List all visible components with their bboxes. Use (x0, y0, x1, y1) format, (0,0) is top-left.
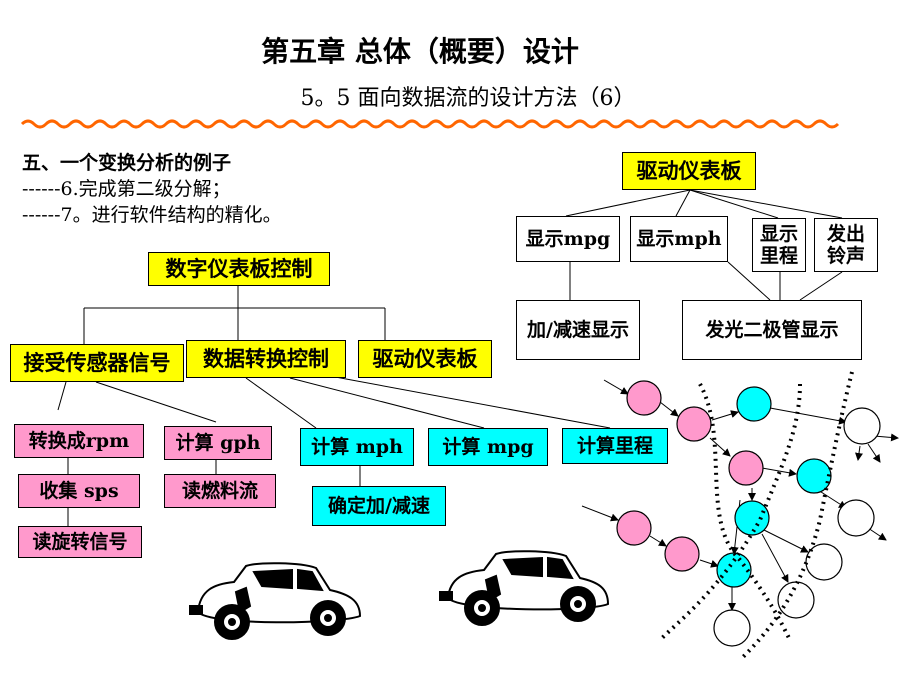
node-calc-mph: 计算 mph (300, 428, 414, 466)
right-tree-lines (565, 189, 843, 301)
node-show-mpg: 显示mpg (516, 216, 620, 262)
wavy-divider-icon (20, 119, 840, 129)
node-collect-sps: 收集 sps (18, 474, 140, 508)
node-read-fuel: 读燃料流 (164, 474, 276, 508)
dataflow-graph-icon (581, 371, 899, 662)
page-title: 第五章 总体（概要）设计 (261, 35, 579, 68)
node-calc-mileage: 计算里程 (562, 428, 668, 464)
node-show-mileage: 显示里程 (752, 218, 806, 272)
car-icon (189, 562, 362, 640)
node-right-drive-dashboard: 驱动仪表板 (622, 152, 756, 190)
node-show-mph: 显示mph (630, 216, 728, 262)
node-data-convert-control: 数据转换控制 (186, 340, 346, 378)
node-calc-mpg: 计算 mpg (428, 428, 548, 466)
car-icon (439, 550, 610, 626)
intro-line-2: ------6.完成第二级分解； (22, 178, 231, 200)
left-tree-lines (57, 286, 611, 526)
node-receive-sensor: 接受传感器信号 (10, 344, 184, 382)
node-accel-display: 加/减速显示 (516, 300, 640, 360)
node-read-rotation: 读旋转信号 (18, 526, 142, 558)
node-calc-gph: 计算 gph (164, 426, 272, 460)
node-convert-rpm: 转换成rpm (14, 424, 144, 458)
node-sound-bell: 发出铃声 (814, 218, 878, 272)
node-dashboard-control: 数字仪表板控制 (148, 252, 330, 286)
node-drive-dashboard: 驱动仪表板 (358, 340, 492, 378)
page-subtitle: 5。5 面向数据流的设计方法（6） (300, 86, 636, 111)
node-determine-accel: 确定加/减速 (312, 486, 446, 526)
intro-line-3: ------7。进行软件结构的精化。 (22, 204, 282, 226)
intro-line-1: 五、一个变换分析的例子 (22, 152, 232, 174)
node-led-display: 发光二极管显示 (682, 300, 862, 360)
